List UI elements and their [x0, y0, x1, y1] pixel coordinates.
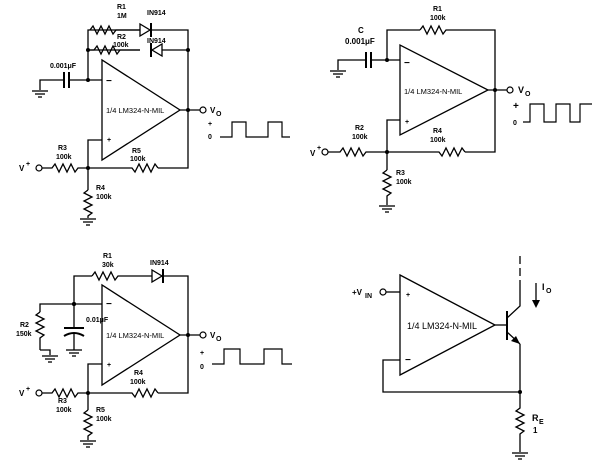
vo-sub: O — [216, 111, 222, 118]
r2-value: 100k — [113, 42, 129, 49]
r2-value: 100k — [352, 134, 368, 141]
vin-sub: IN — [365, 293, 372, 300]
square-wave-3 — [212, 348, 292, 365]
wave-plus: + — [208, 121, 212, 128]
wave-zero: 0 — [208, 134, 212, 141]
circuit-4: 1/4 LM324-N-MIL + − +V IN I O R E 1 — [352, 256, 552, 460]
r4-value: 100k — [96, 194, 112, 201]
vo-label: V — [210, 331, 216, 340]
r1-name: R1 — [433, 6, 442, 13]
op-amp-1 — [101, 58, 182, 162]
cap-c-name: C — [358, 26, 364, 35]
op-amp-4-plus: + — [406, 292, 410, 299]
r3-name: R3 — [58, 398, 67, 405]
d1-label: IN914 — [147, 10, 166, 17]
r3-name: R3 — [58, 145, 67, 152]
r4-name: R4 — [134, 370, 143, 377]
vo-label: V — [518, 85, 524, 95]
d2-label: IN914 — [147, 38, 166, 45]
vplus-label: V — [19, 164, 25, 173]
re-label: R — [532, 413, 539, 423]
square-wave-1 — [220, 121, 290, 138]
r5-name: R5 — [132, 148, 141, 155]
re-value: 1 — [533, 426, 538, 435]
vo-sub: O — [525, 91, 531, 98]
cap-c-value: 0.001μF — [345, 37, 375, 46]
op-amp-2-plus: + — [405, 119, 409, 126]
r2-name: R2 — [117, 34, 126, 41]
r5-value: 100k — [96, 416, 112, 423]
op-amp-1-minus: − — [106, 76, 112, 87]
r4-name: R4 — [433, 128, 442, 135]
r4-name: R4 — [96, 185, 105, 192]
r1-value: 100k — [430, 15, 446, 22]
square-wave-2 — [523, 103, 592, 123]
circuit-1: 1/4 LM324-N-MIL − + R1 1M IN914 R2 100k … — [19, 4, 290, 226]
op-amp-1-label: 1/4 LM324-N-MIL — [106, 106, 164, 115]
vo-sub: O — [216, 336, 222, 343]
vplus-label: V — [19, 389, 25, 398]
circuit-3: 1/4 LM324-N-MIL − + R1 30k IN914 0.01μF … — [16, 253, 292, 448]
r2-value: 150k — [16, 331, 32, 338]
op-amp-4 — [399, 273, 497, 377]
diode-d1 — [139, 22, 152, 38]
r1-name: R1 — [117, 4, 126, 11]
op-amp-2 — [399, 43, 490, 137]
vplus-sup: + — [26, 386, 30, 393]
r5-name: R5 — [96, 407, 105, 414]
re-sub: E — [539, 419, 544, 426]
diode-d2 — [150, 42, 163, 58]
vin-label: +V — [352, 288, 363, 297]
r4-value: 100k — [130, 379, 146, 386]
op-amp-4-label: 1/4 LM324-N-MIL — [407, 321, 477, 331]
r5-value: 100k — [130, 156, 146, 163]
op-amp-1-plus: + — [107, 137, 111, 144]
op-amp-3 — [101, 283, 182, 387]
op-amp-3-minus: − — [106, 299, 112, 310]
op-amp-3-label: 1/4 LM324-N-MIL — [106, 331, 164, 340]
diode-d1 — [151, 268, 164, 284]
wave-plus: + — [200, 350, 204, 357]
r3-name: R3 — [396, 170, 405, 177]
io-label: I — [542, 282, 545, 292]
r3-value: 100k — [56, 407, 72, 414]
r1-name: R1 — [103, 253, 112, 260]
r3-value: 100k — [396, 179, 412, 186]
op-amp-2-minus: − — [404, 58, 410, 69]
cap-c1-value: 0.001μF — [50, 63, 77, 70]
circuit-2: 1/4 LM324-N-MIL − + R1 100k C 0.001μF V … — [310, 6, 592, 213]
wave-plus: + — [513, 101, 519, 112]
wave-zero: 0 — [513, 120, 517, 127]
vplus-sup: + — [26, 161, 30, 168]
op-amp-3-plus: + — [107, 362, 111, 369]
op-amp-4-minus: − — [405, 355, 411, 366]
r1-value: 30k — [102, 262, 114, 269]
wave-zero: 0 — [200, 364, 204, 371]
io-sub: O — [546, 288, 552, 295]
vplus-label: V — [310, 149, 316, 158]
r1-value: 1M — [117, 13, 127, 20]
r2-name: R2 — [355, 125, 364, 132]
io-arrow — [532, 300, 540, 308]
cap-value: 0.01μF — [86, 317, 109, 324]
r4-value: 100k — [430, 137, 446, 144]
vo-label: V — [210, 106, 216, 115]
r2-name: R2 — [20, 322, 29, 329]
op-amp-2-label: 1/4 LM324-N-MIL — [404, 87, 462, 96]
vplus-sup: + — [317, 145, 321, 152]
r3-value: 100k — [56, 154, 72, 161]
emitter-arrow — [511, 336, 520, 344]
d1-label: IN914 — [150, 260, 169, 267]
